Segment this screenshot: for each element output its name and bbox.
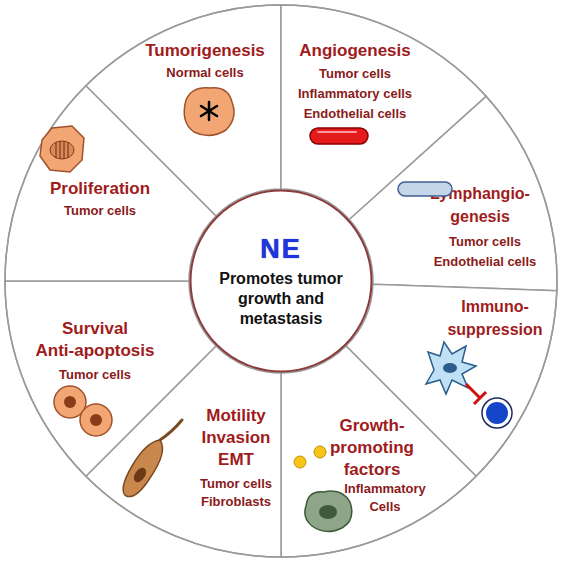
word: Normal bbox=[166, 65, 211, 80]
cell-nucleus bbox=[64, 396, 76, 408]
sector-wedge bbox=[5, 86, 216, 281]
word: Proliferation bbox=[50, 179, 150, 198]
word: Inflammatory bbox=[344, 481, 426, 496]
asterisk-mark bbox=[201, 102, 217, 120]
word: tumor bbox=[297, 270, 342, 287]
sector-heading: Lymphangio- genesis bbox=[423, 182, 538, 228]
factor-dot bbox=[314, 446, 326, 458]
word: Promotes bbox=[219, 270, 293, 287]
word: Endothelial bbox=[434, 254, 504, 269]
word: Tumor bbox=[200, 476, 239, 491]
cell-nucleus bbox=[443, 363, 457, 373]
vessel-highlight bbox=[318, 131, 356, 133]
word: cells bbox=[377, 106, 406, 121]
cell-nucleus bbox=[319, 505, 337, 519]
word: EMT bbox=[218, 450, 254, 469]
spindle-lines bbox=[56, 141, 68, 159]
word: Growth- bbox=[339, 416, 404, 435]
tumor-cell bbox=[80, 404, 112, 436]
inhibition-bar bbox=[474, 392, 486, 404]
normal-cell bbox=[184, 88, 234, 136]
hub-outline bbox=[191, 191, 372, 372]
tumor-cell bbox=[54, 386, 86, 418]
cell-type-label: Normal cells bbox=[145, 64, 265, 82]
hub-acronym: NE bbox=[260, 233, 302, 265]
t-cell-ring bbox=[482, 398, 512, 428]
word: cells bbox=[107, 203, 136, 218]
word: Angiogenesis bbox=[299, 41, 410, 60]
word: Immuno- bbox=[461, 298, 529, 315]
word: Anti-apoptosis bbox=[36, 341, 155, 360]
word: suppression bbox=[447, 321, 542, 338]
sector-heading: Growth- promoting factors bbox=[325, 415, 420, 481]
word: metastasis bbox=[240, 310, 323, 327]
sector-heading: Proliferation bbox=[35, 178, 165, 200]
word: Fibroblasts bbox=[201, 494, 271, 509]
sector-heading: Angiogenesis bbox=[280, 40, 430, 62]
word: promoting bbox=[330, 438, 414, 457]
t-cell bbox=[486, 402, 508, 424]
cell-nucleus bbox=[90, 414, 102, 426]
migrating-cell bbox=[123, 440, 162, 497]
word: Tumor bbox=[64, 203, 103, 218]
sector-wedge bbox=[281, 346, 476, 557]
hub-circle: NE Promotes tumor growth and metastasis bbox=[189, 189, 373, 373]
blood-vessel bbox=[310, 128, 368, 144]
sector-heading: Tumorigenesis bbox=[125, 40, 285, 62]
sector-heading: Motility Invasion EMT bbox=[194, 405, 279, 471]
word: Inflammatory bbox=[298, 86, 380, 101]
cell-type-label: Tumor cells bbox=[45, 202, 155, 220]
word: growth bbox=[238, 290, 291, 307]
word: Lymphangio- bbox=[430, 185, 530, 202]
word: NE bbox=[260, 234, 302, 264]
word: Tumor bbox=[319, 66, 358, 81]
word: Tumor bbox=[449, 234, 488, 249]
sector-heading: Immuno- suppression bbox=[435, 295, 555, 341]
cell-type-label: Tumor cells Endothelial cells bbox=[425, 232, 545, 272]
outer-ring bbox=[5, 5, 557, 557]
word: cells bbox=[215, 65, 244, 80]
word: cells bbox=[362, 66, 391, 81]
cell-type-label: Tumor cells Fibroblasts bbox=[191, 475, 281, 511]
dividing-cell bbox=[40, 126, 84, 172]
word: cells bbox=[507, 254, 536, 269]
cell-tail bbox=[160, 420, 182, 440]
sector-wedge bbox=[349, 96, 557, 290]
word: Endothelial bbox=[304, 106, 374, 121]
word: and bbox=[296, 290, 324, 307]
hub-content: NE Promotes tumor growth and metastasis bbox=[189, 189, 373, 373]
cell-type-label: Inflammatory Cells bbox=[335, 480, 435, 516]
word: genesis bbox=[450, 208, 510, 225]
dendritic-cell bbox=[426, 342, 476, 394]
word: Invasion bbox=[202, 428, 271, 447]
cell-type-label: Tumor cells bbox=[40, 366, 150, 384]
inhibition-line bbox=[466, 384, 480, 398]
mitotic-nucleus bbox=[50, 141, 74, 159]
word: cells bbox=[102, 367, 131, 382]
factor-dot bbox=[294, 456, 306, 468]
word: Cells bbox=[369, 499, 400, 514]
word: Tumor bbox=[59, 367, 98, 382]
inflammatory-cell bbox=[305, 491, 352, 531]
sector-wedge bbox=[5, 281, 216, 476]
word: factors bbox=[344, 460, 401, 479]
word: cells bbox=[383, 86, 412, 101]
word: cells bbox=[492, 234, 521, 249]
hub-statement: Promotes tumor growth and metastasis bbox=[216, 269, 346, 329]
word: Survival bbox=[62, 319, 128, 338]
cell-nucleus bbox=[131, 466, 148, 485]
word: cells bbox=[243, 476, 272, 491]
word: Tumorigenesis bbox=[145, 41, 265, 60]
cell-type-label: Tumor cells Inflammatory cells Endotheli… bbox=[290, 64, 420, 124]
lymph-vessel bbox=[398, 182, 452, 196]
word: Motility bbox=[206, 406, 266, 425]
sector-heading: Survival Anti-apoptosis bbox=[28, 318, 163, 362]
